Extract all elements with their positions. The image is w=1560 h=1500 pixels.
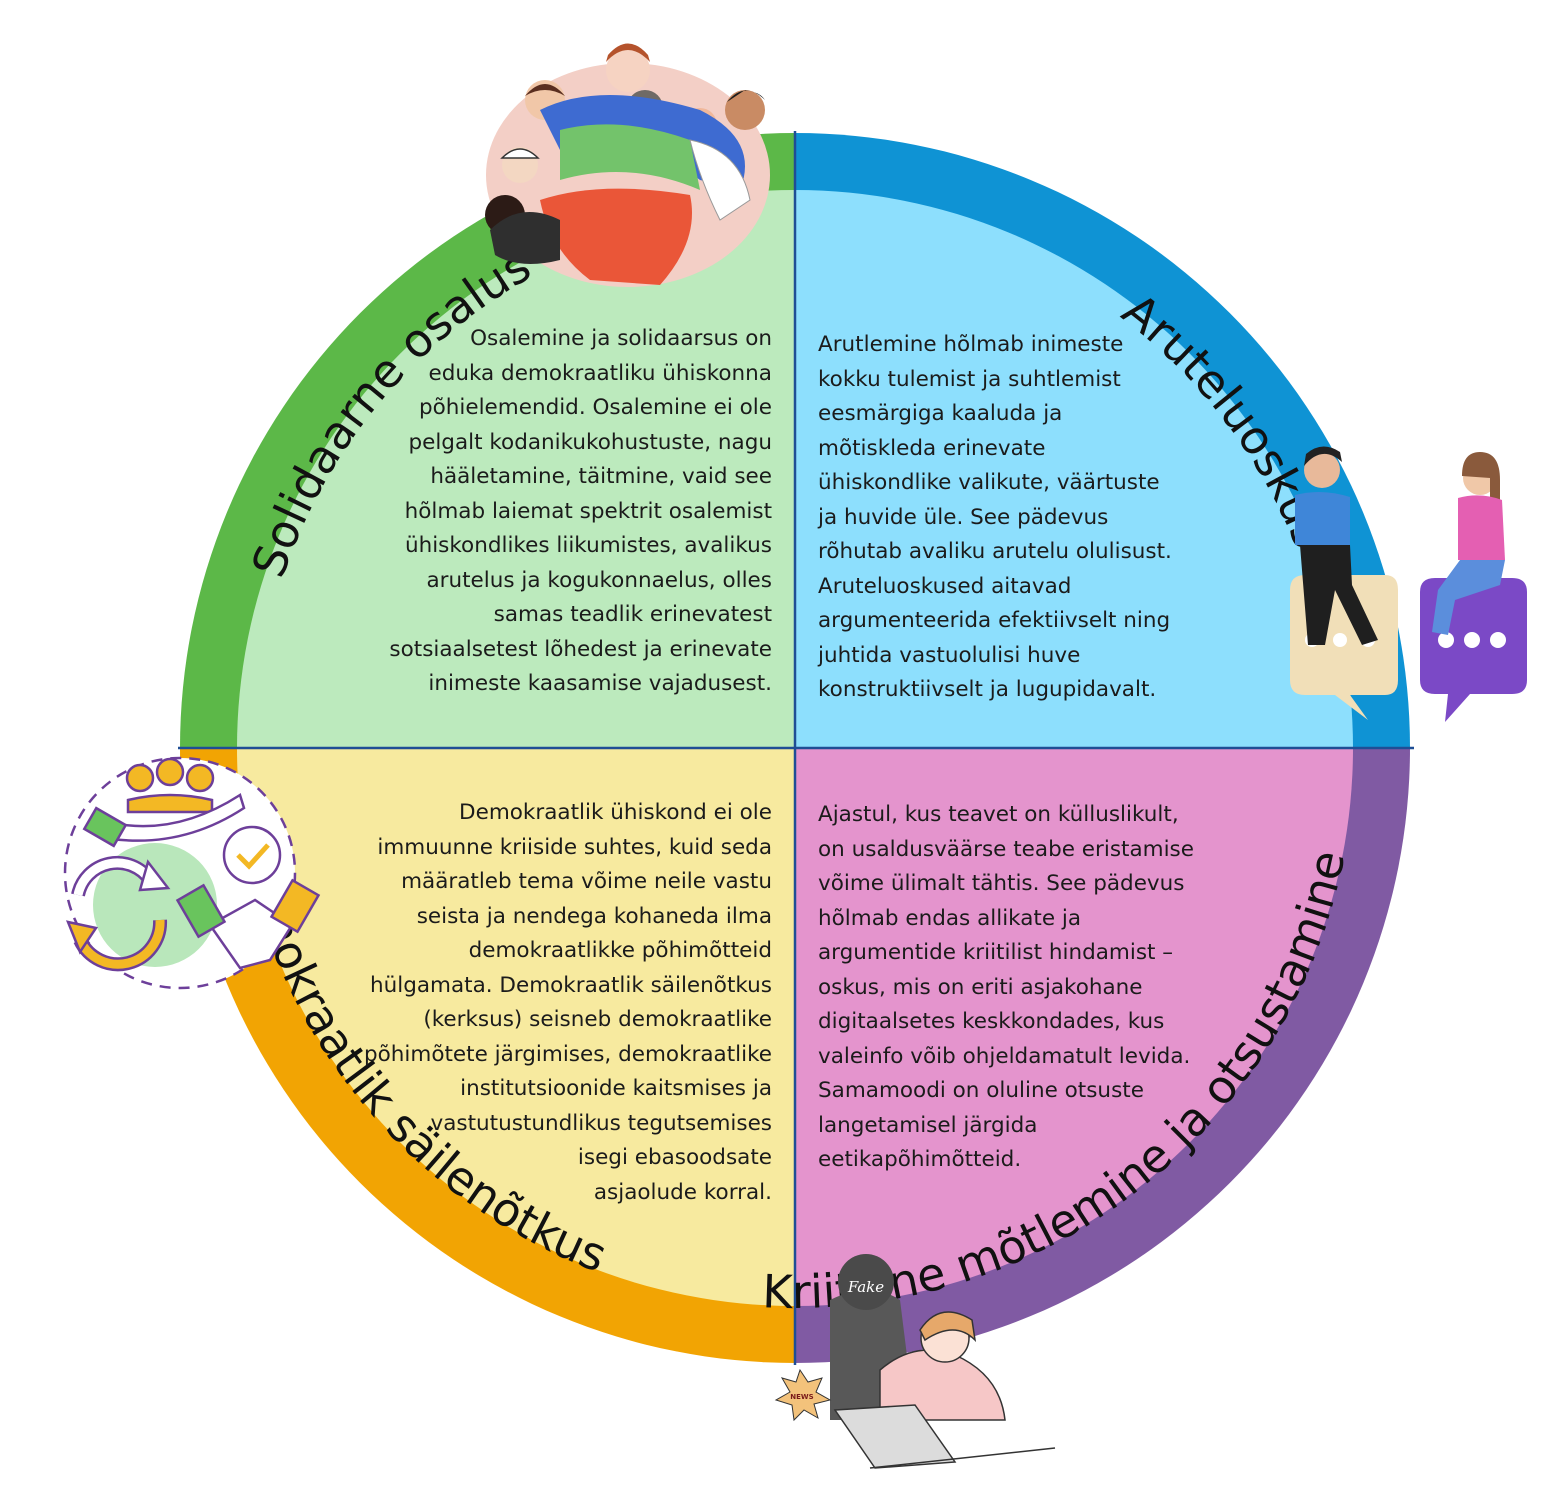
text-line: hülgamata. Demokraatlik säilenõtkus xyxy=(369,972,772,998)
text-line: institutsioonide kaitsmises ja xyxy=(460,1076,772,1101)
text-line: määratleb tema võime neile vastu xyxy=(401,869,772,894)
text-line: valeinfo võib ohjeldamatult levida. xyxy=(818,1043,1191,1069)
text-line: eetikapõhimõtteid. xyxy=(818,1147,1022,1172)
text-line: eesmärgiga kaaluda ja xyxy=(818,401,1063,426)
text-line: hõlmab laiemat spektrit osalemist xyxy=(404,498,772,524)
text-line: on usaldusväärse teabe eristamise xyxy=(818,836,1194,862)
text-line: eduka demokraatliku ühiskonna xyxy=(428,360,772,386)
text-line: põhimõtete järgimises, demokraatlike xyxy=(364,1041,772,1067)
text-line: argumentide kriitilist hindamist – xyxy=(818,940,1174,965)
text-line: kokku tulemist ja suhtlemist xyxy=(818,366,1121,392)
people-discussion-speech-bubbles-icon xyxy=(1290,446,1527,722)
fill-green-quadrant xyxy=(237,190,795,748)
text-line: juhtida vastuolulisi huve xyxy=(818,642,1081,668)
text-line: Osalemine ja solidaarsus on xyxy=(470,326,772,351)
text-line: ja huvide üle. See pädevus xyxy=(818,504,1109,530)
text-line: inimeste kaasamise vajadusest. xyxy=(428,671,772,696)
text-line: isegi ebasoodsate xyxy=(577,1145,772,1170)
text-line: sotsiaalsetest lõhedest ja erinevate xyxy=(389,636,772,662)
text-line: Ajastul, kus teavet on külluslikult, xyxy=(818,802,1179,827)
text-line: Demokraatlik ühiskond ei ole xyxy=(459,800,772,825)
text-line: langetamisel järgida xyxy=(818,1112,1038,1138)
fake-label: Fake xyxy=(847,1278,884,1296)
text-line: oskus, mis on eriti asjakohane xyxy=(818,974,1143,1000)
fill-pink-quadrant xyxy=(795,748,1353,1306)
text-line: rõhutab avaliku arutelu olulisust. xyxy=(818,539,1172,564)
text-line: mõtiskleda erinevate xyxy=(818,435,1046,461)
text-bottom-left: Demokraatlik ühiskond ei ole immuunne kr… xyxy=(364,796,772,1210)
people-group-hug-icon xyxy=(485,43,770,287)
fake-news-laptop-icon: Fake NEWS xyxy=(774,1254,1056,1469)
text-line: Arutlemine hõlmab inimeste xyxy=(818,332,1124,357)
text-line: digitaalsetes keskkondades, kus xyxy=(818,1009,1165,1034)
text-line: hõlmab endas allikate ja xyxy=(818,905,1082,931)
news-label: NEWS xyxy=(790,1393,813,1401)
text-line: võime ülimalt tähtis. See pädevus xyxy=(818,871,1185,896)
text-line: hääletamine, täitmine, vaid see xyxy=(430,464,772,489)
text-line: vastutustundlikus tegutsemises xyxy=(430,1110,772,1136)
text-top-right: Arutlemine hõlmab inimeste kokku tulemis… xyxy=(818,328,1172,708)
fill-blue-quadrant xyxy=(795,190,1353,748)
text-line: asjaolude korral. xyxy=(593,1179,772,1205)
text-line: immuunne kriiside suhtes, kuid seda xyxy=(377,834,772,860)
text-line: demokraatlikke põhimõtteid xyxy=(468,938,772,963)
fill-yellow-quadrant xyxy=(237,748,795,1306)
text-line: samas teadlik erinevatest xyxy=(493,602,772,627)
text-line: seista ja nendega kohaneda ilma xyxy=(416,903,772,929)
text-line: Samamoodi on oluline otsuste xyxy=(818,1078,1144,1103)
text-bottom-right: Ajastul, kus teavet on külluslikult, on … xyxy=(818,798,1194,1178)
text-line: arutelus ja kogukonnaelus, olles xyxy=(426,567,772,593)
handshake-resilience-icon xyxy=(63,756,321,990)
text-line: argumenteerida efektiivselt ning xyxy=(818,608,1171,633)
text-line: pelgalt kodanikukohustuste, nagu xyxy=(408,429,772,455)
text-line: Aruteluoskused aitavad xyxy=(818,573,1072,599)
text-line: konstruktiivselt ja lugupidavalt. xyxy=(818,677,1157,702)
text-line: ühiskondlike valikute, väärtuste xyxy=(818,470,1160,495)
text-line: põhielemendid. Osalemine ei ole xyxy=(418,395,772,420)
text-line: (kerksus) seisneb demokraatlike xyxy=(423,1007,772,1032)
text-top-left: Osalemine ja solidaarsus on eduka demokr… xyxy=(389,322,772,702)
text-line: ühiskondlikes liikumistes, avalikus xyxy=(404,533,772,558)
